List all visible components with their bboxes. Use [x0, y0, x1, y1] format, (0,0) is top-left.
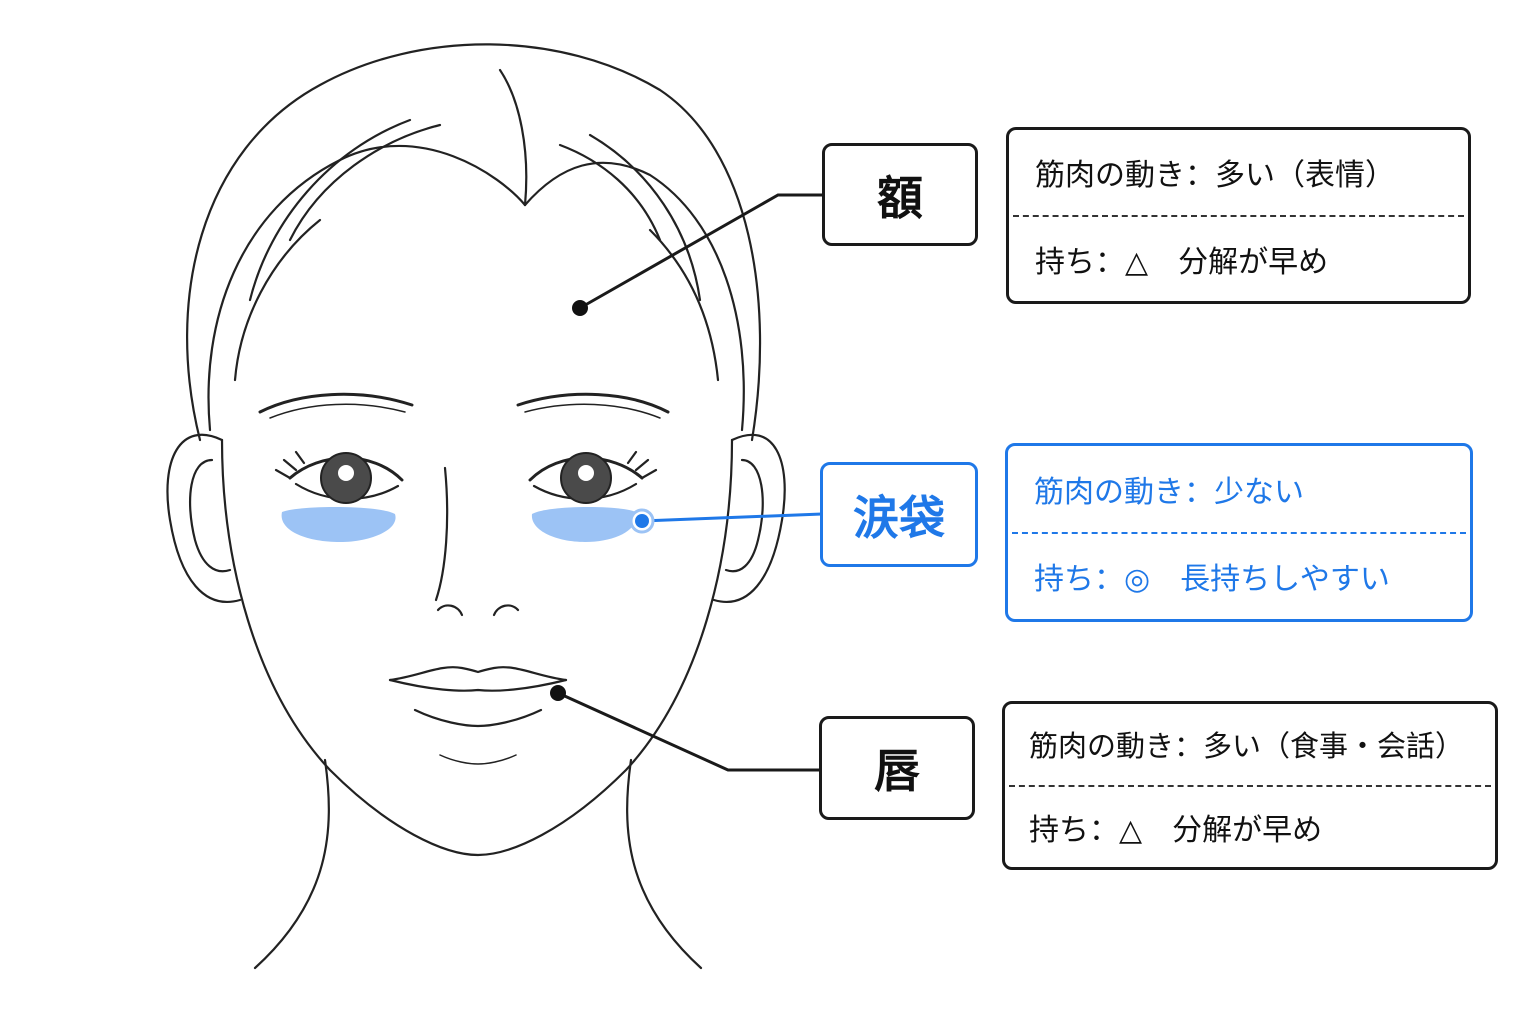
forehead-label: 額 [822, 143, 978, 246]
right-eyebrow-lower [524, 403, 661, 419]
left-eyebrow [258, 392, 414, 414]
forehead-duration-text: 持ち：△ 分解が早め [1035, 244, 1329, 280]
lips-divider [1009, 784, 1491, 787]
neck-left [253, 758, 330, 970]
forehead-anchor-dot [572, 300, 588, 316]
left-eyebrow-lower [269, 403, 406, 419]
hair-outline [186, 43, 762, 442]
neck-right [626, 758, 703, 970]
tear-trough-label: 涙袋 [820, 462, 978, 567]
hair-part [498, 68, 528, 207]
hair-strand-4 [558, 143, 662, 242]
lips-lower [413, 708, 543, 728]
hair-strand-3 [588, 133, 702, 302]
right-iris-highlight [578, 465, 594, 481]
nose-left [436, 604, 464, 617]
lips-label: 唇 [819, 716, 975, 820]
tear-trough-info-box: 筋肉の動き：少ない 持ち：◎ 長持ちしやすい [1005, 443, 1473, 622]
lips-upper [388, 666, 568, 682]
hair-strand-5 [233, 218, 322, 382]
tear-trough-connector [640, 512, 824, 523]
left-lashes [274, 450, 658, 480]
forehead-movement-text: 筋肉の動き：多い（表情） [1035, 158, 1395, 194]
left-iris-highlight [338, 465, 354, 481]
lips-anchor-dot [550, 685, 566, 701]
face-outline [220, 438, 734, 857]
left-ear [166, 433, 242, 603]
left-tear-trough-highlight [281, 506, 396, 542]
right-eyebrow [516, 392, 670, 414]
tear-trough-anchor-dot [635, 514, 649, 528]
left-ear-inner [189, 458, 232, 573]
hair-strand-2 [288, 123, 442, 242]
nose-right [492, 604, 520, 617]
nose-bridge [434, 466, 449, 602]
tear-trough-duration-text: 持ち：◎ 長持ちしやすい [1034, 562, 1390, 598]
chin-curve [439, 754, 517, 765]
lips-info-box: 筋肉の動き：多い（食事・会話） 持ち：△ 分解が早め [1002, 701, 1498, 870]
forehead-info-box: 筋肉の動き：多い（表情） 持ち：△ 分解が早め [1006, 127, 1471, 304]
lips-middle [388, 678, 568, 692]
hair-inner-left [207, 144, 527, 432]
right-ear-inner [724, 458, 764, 573]
right-tear-trough-highlight [531, 506, 637, 542]
hair-inner-right [523, 161, 745, 432]
hair-strand-6 [648, 228, 720, 382]
hair-strand-1 [248, 118, 412, 302]
lips-duration-text: 持ち：△ 分解が早め [1029, 812, 1323, 848]
tear-trough-divider [1012, 531, 1466, 534]
tear-trough-movement-text: 筋肉の動き：少ない [1034, 474, 1304, 510]
lips-movement-text: 筋肉の動き：多い（食事・会話） [1029, 729, 1465, 764]
forehead-connector [578, 193, 824, 310]
forehead-divider [1013, 214, 1464, 217]
right-ear [712, 433, 786, 603]
lips-connector [556, 691, 822, 772]
